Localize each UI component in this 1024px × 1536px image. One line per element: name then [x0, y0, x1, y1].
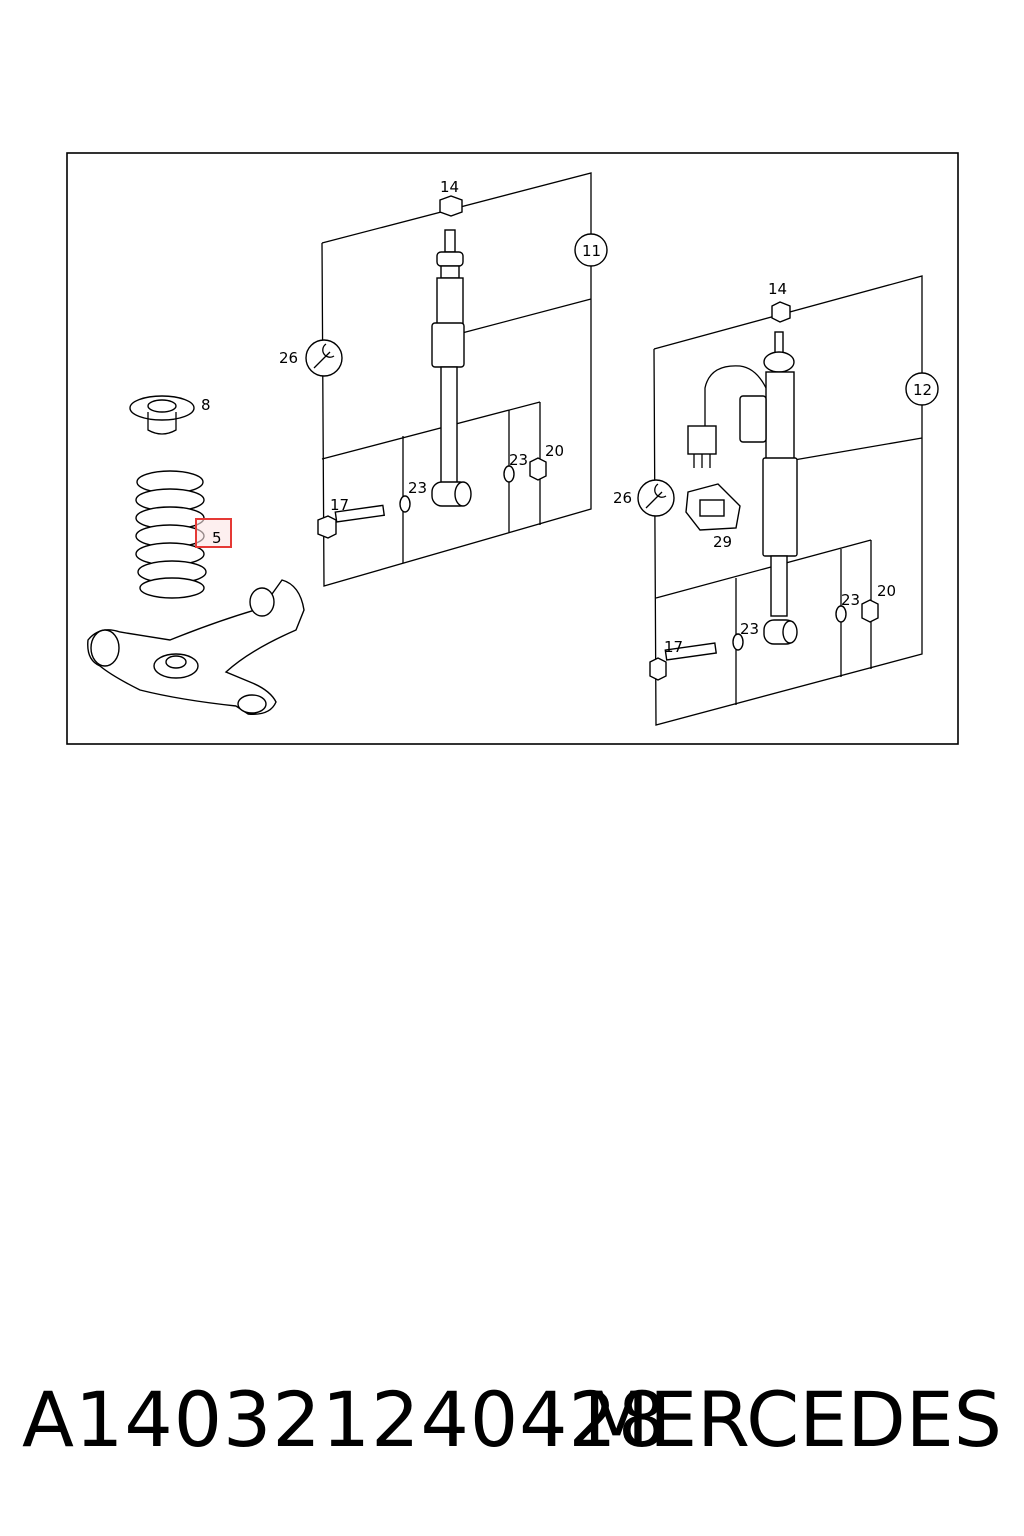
- callout-20-right: 20: [877, 582, 896, 600]
- shock-absorber-left: [431, 229, 472, 507]
- connector-29: [685, 483, 741, 531]
- callout-23-left-a: 23: [408, 479, 427, 497]
- highlight-box: [195, 518, 232, 548]
- callout-14-right: 14: [768, 280, 787, 298]
- brand-name: MERCEDES: [583, 1375, 1002, 1464]
- washer-23-right-b: [835, 605, 847, 623]
- control-arm: [87, 579, 305, 715]
- callout-23-left-b: 23: [509, 451, 528, 469]
- washer-23-right-a: [732, 633, 744, 651]
- parts-diagram: 14 11 26 8 23 23 20 17 5 14 12 26 29 23 …: [66, 152, 959, 745]
- callout-5: 5: [212, 529, 222, 547]
- bolt-17-left: [317, 504, 386, 539]
- shock-absorber-right: [687, 331, 798, 645]
- callout-circle-11: [574, 233, 608, 267]
- nut-14-left: [439, 195, 463, 217]
- callout-23-right-b: 23: [841, 591, 860, 609]
- bolt-17-right: [649, 642, 717, 681]
- callout-23-right-a: 23: [740, 620, 759, 638]
- callout-12: 12: [913, 381, 932, 399]
- callout-29: 29: [713, 533, 732, 551]
- washer-23-left-b: [503, 465, 515, 483]
- nut-20-left: [529, 457, 547, 481]
- nut-14-right: [771, 301, 791, 323]
- callout-17-right: 17: [664, 638, 683, 656]
- shock-absorber-panel-12: [637, 275, 939, 726]
- coil-spring-5: [135, 470, 207, 599]
- callout-26-right: 26: [613, 489, 632, 507]
- callout-8: 8: [201, 396, 211, 414]
- callout-11: 11: [582, 242, 601, 260]
- callout-26-left: 26: [279, 349, 298, 367]
- callout-14-left: 14: [440, 178, 459, 196]
- callout-20-left: 20: [545, 442, 564, 460]
- part-number: A140321240428: [22, 1375, 668, 1464]
- wrench-icon-right: [637, 479, 675, 517]
- callout-17-left: 17: [330, 496, 349, 514]
- nut-20-right: [861, 599, 879, 623]
- shock-absorber-panel-11: [305, 172, 608, 587]
- washer-23-left-a: [399, 495, 411, 513]
- spring-seat-8: [129, 395, 195, 435]
- callout-circle-12: [905, 372, 939, 406]
- wrench-icon: [305, 339, 343, 377]
